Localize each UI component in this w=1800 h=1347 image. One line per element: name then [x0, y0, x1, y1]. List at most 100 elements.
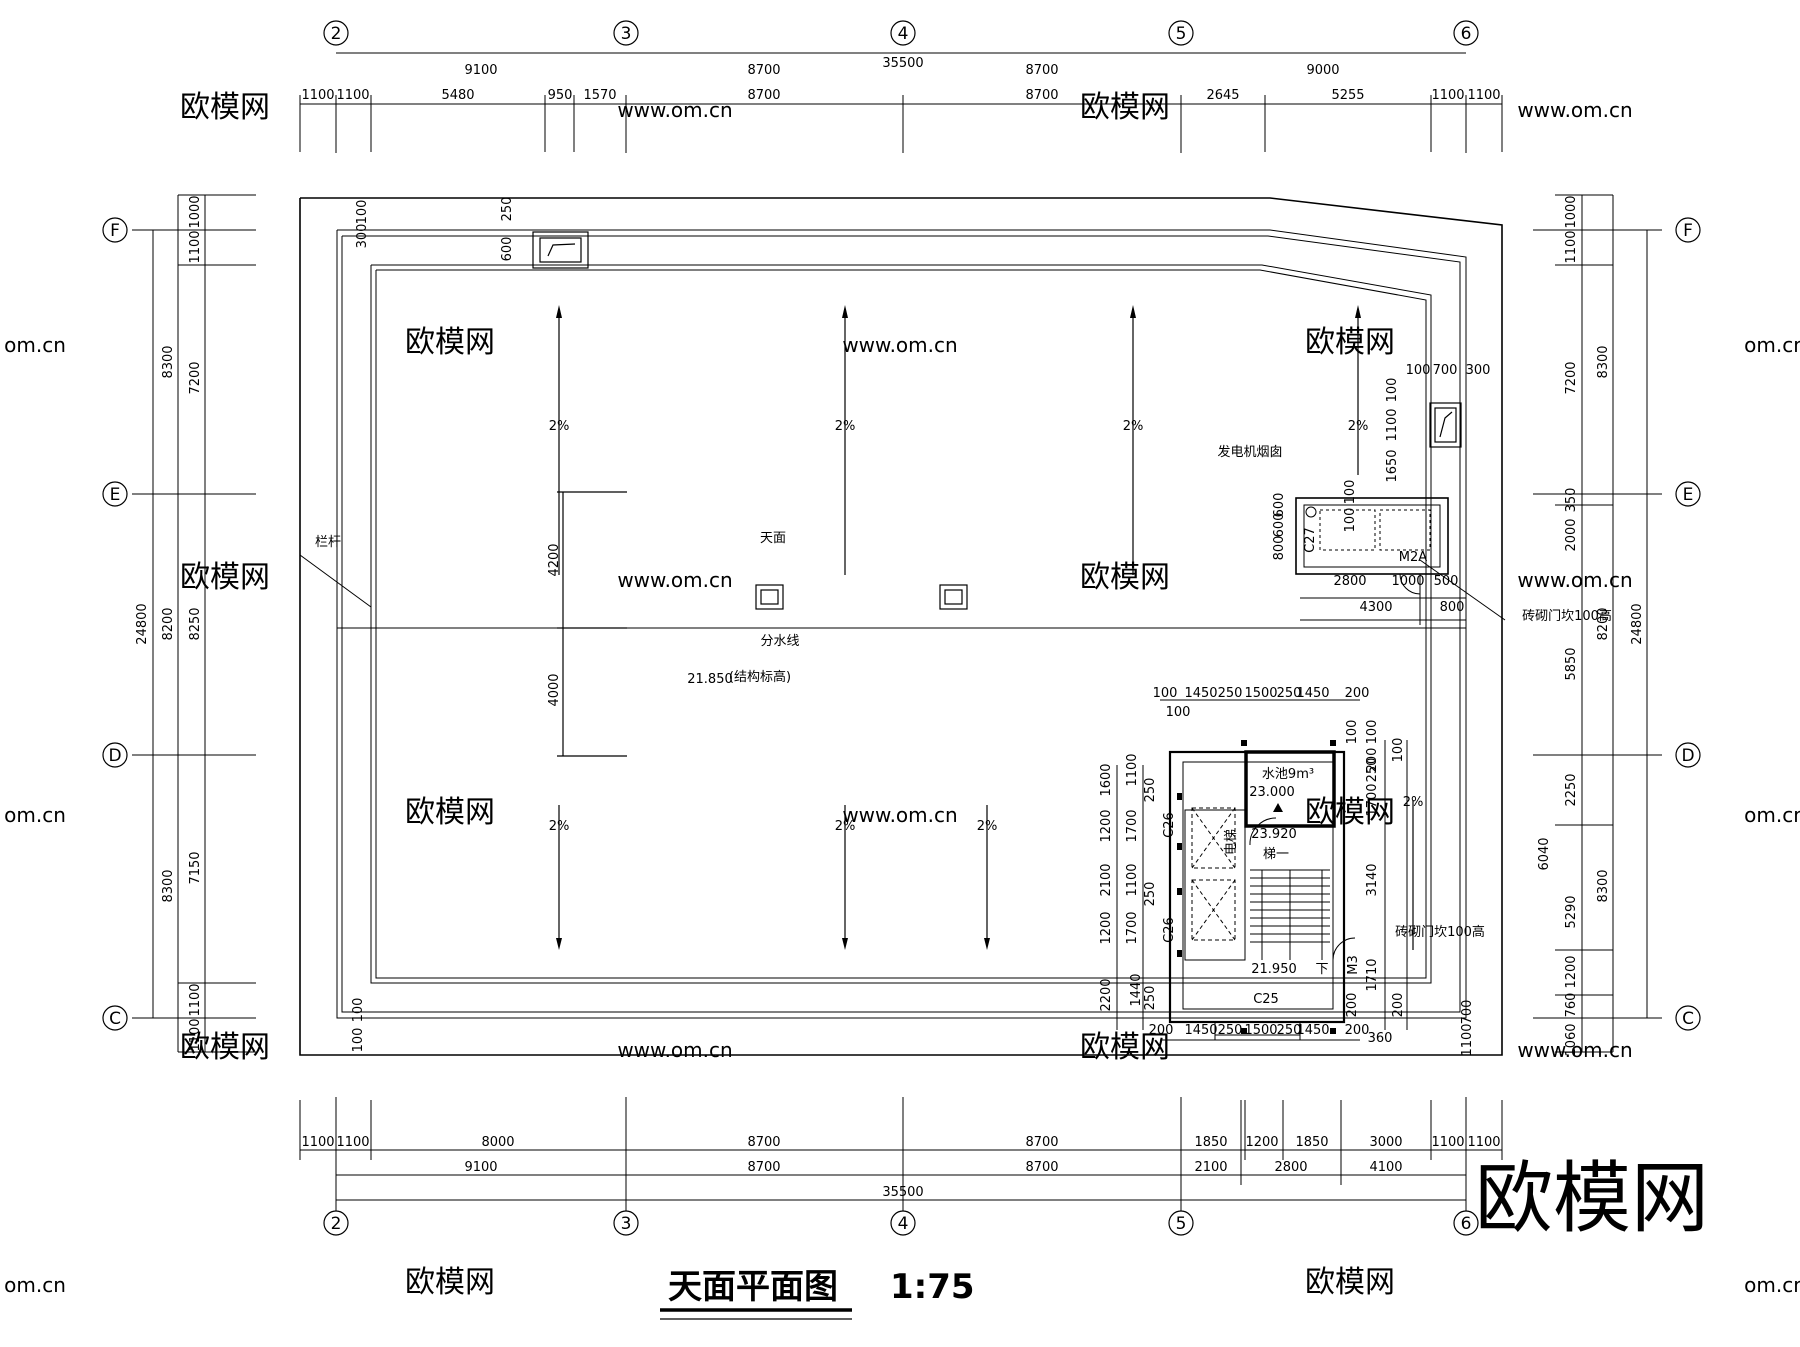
slope-arrowheads	[556, 305, 1361, 950]
slope-label: 2%	[835, 819, 856, 834]
axis-bubble	[102, 217, 128, 243]
axis-bubble-label: E	[110, 485, 121, 505]
axis-bubble	[1453, 1210, 1479, 1236]
stair-top-dim: 1450	[1296, 686, 1329, 701]
watermark-brand: 欧模网	[405, 325, 495, 360]
stair-bottom-dim: 1450	[1184, 1023, 1217, 1038]
stair-left-dim: 250	[1143, 778, 1158, 803]
dim-bottom-row2: 2800	[1274, 1160, 1307, 1175]
dim-right-total: 24800	[1630, 603, 1645, 644]
gen-dim: 2800	[1333, 574, 1366, 589]
roof-outline	[299, 197, 1503, 1056]
stair-left-dim: 1200	[1099, 809, 1114, 842]
dim-top-row2: 5480	[441, 88, 474, 103]
railing-label: 栏杆	[315, 535, 341, 550]
axis-bubble-label: 3	[621, 24, 632, 44]
slope-label: 2%	[1123, 419, 1144, 434]
dim-bottom-row1: 8000	[481, 1135, 514, 1150]
axis-bubble	[1675, 1005, 1701, 1031]
dim-bottom-row2: 8700	[747, 1160, 780, 1175]
slope-arrows	[557, 310, 1414, 950]
watermark-url: www.om.cn	[842, 803, 957, 827]
axis-bubble-label: 4	[898, 24, 909, 44]
dim-right-row2: 1000	[1564, 195, 1579, 228]
stair-top-dim: 100	[1153, 686, 1178, 701]
generator-room	[1295, 497, 1506, 625]
watermark-layer: 欧模网欧模网欧模网欧模网欧模网欧模网欧模网欧模网欧模网欧模网欧模网欧模网www.…	[4, 90, 1800, 1300]
gen-dim: 600	[1272, 493, 1287, 518]
tr-dim: 700	[1433, 363, 1458, 378]
gen-dim: 4300	[1359, 600, 1392, 615]
tr-dim: 100	[1343, 480, 1358, 505]
dim-right-row2: 1100	[1564, 230, 1579, 263]
stair-left-dim: 2200	[1099, 978, 1114, 1011]
drawing-scale: 1:75	[890, 1267, 975, 1307]
dim-top-row2: 8700	[747, 88, 780, 103]
elevation-note: (结构标高)	[729, 669, 791, 685]
stair-left-dim: 2100	[1099, 863, 1114, 896]
slope-label: 2%	[549, 419, 570, 434]
axis-bubble-label: 2	[331, 1214, 342, 1234]
axis-bubble	[1675, 742, 1701, 768]
axis-bubble-label: 2	[331, 24, 342, 44]
stair-bottom-dim: 250	[1218, 1023, 1243, 1038]
door-m2a: M2A	[1399, 550, 1427, 565]
stair-top-dim: 1450	[1184, 686, 1217, 701]
dim-left-row2: 1100	[188, 1018, 203, 1051]
stair-left-dim: 1700	[1125, 809, 1140, 842]
axis-bubble	[102, 481, 128, 507]
dim-bottom-row1: 8700	[747, 1135, 780, 1150]
gen-dim: 800	[1440, 600, 1465, 615]
axis-bubble	[1675, 217, 1701, 243]
slope-label: 2%	[977, 819, 998, 834]
stair-core-fills	[1177, 740, 1336, 1034]
gen-dim: 1000	[1391, 574, 1424, 589]
tr-dim: 100	[1385, 378, 1400, 403]
watermark-brand: 欧模网	[1080, 1030, 1170, 1065]
tr-dim: 300	[1466, 363, 1491, 378]
dim-right-row2: 5850	[1564, 647, 1579, 680]
watermark-url-short: om.cn	[4, 1273, 66, 1297]
dim-right-row2: 2000	[1564, 518, 1579, 551]
axis-bubble-label: D	[1681, 746, 1694, 766]
dim-top-row2: 1100	[301, 88, 334, 103]
watermark-url-short: om.cn	[1744, 1273, 1800, 1297]
dim-bottom-row1: 1850	[1194, 1135, 1227, 1150]
stair-bottom-dim: 250	[1277, 1023, 1302, 1038]
stair-right-dim: 200	[1345, 993, 1360, 1018]
watermark-brand: 欧模网	[180, 560, 270, 595]
stair-right-dim: 100	[1365, 720, 1380, 745]
dim-bottom-row1: 1850	[1295, 1135, 1328, 1150]
watermark-brand: 欧模网	[405, 1265, 495, 1300]
dim-left-row1: 8300	[161, 869, 176, 902]
dim-bottom-row1: 1200	[1245, 1135, 1278, 1150]
tr-dim: 100	[1406, 363, 1431, 378]
window-c25: C25	[1253, 992, 1279, 1007]
axis-bubble	[1168, 20, 1194, 46]
dim-bottom-row2: 9100	[464, 1160, 497, 1175]
watermark-brand: 欧模网	[1080, 560, 1170, 595]
elevation-label: 21.850	[687, 672, 733, 687]
axis-bubble	[323, 20, 349, 46]
dim-bottom-row1: 1100	[301, 1135, 334, 1150]
dim-top-row2: 1100	[1467, 88, 1500, 103]
dim-top-total: 35500	[882, 56, 923, 71]
tr-dim: 1650	[1385, 449, 1400, 482]
stair-left-dim: 1100	[1125, 863, 1140, 896]
axis-bubble-label: C	[1682, 1009, 1694, 1029]
stair-left-dim: 1700	[1125, 911, 1140, 944]
roof-dim: 100	[351, 1028, 366, 1053]
axis-bubble-label: F	[1683, 221, 1693, 241]
axis-bubble	[613, 20, 639, 46]
dim-bottom-row1: 1100	[1431, 1135, 1464, 1150]
dim-top-row1: 9000	[1306, 63, 1339, 78]
axis-bubble	[102, 742, 128, 768]
watermark-url-short: om.cn	[4, 803, 66, 827]
watermark-url: www.om.cn	[1517, 98, 1632, 122]
roof-dim: 100	[355, 200, 370, 225]
stair-core	[1116, 699, 1408, 1041]
axis-bubble	[1675, 481, 1701, 507]
